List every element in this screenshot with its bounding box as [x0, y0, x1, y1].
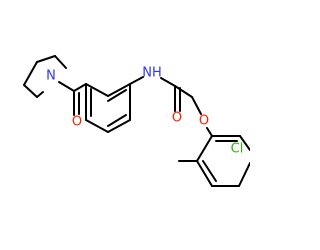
- bond: [239, 135, 250, 151]
- atom-nh-amide: NH: [142, 66, 162, 81]
- bond: [206, 127, 213, 137]
- bond: [129, 76, 144, 85]
- molecule-canvas: N O NH O O Cl: [23, 55, 250, 187]
- bond: [238, 162, 250, 187]
- bond: [85, 119, 109, 133]
- bond: [36, 91, 44, 98]
- bond: [191, 96, 202, 115]
- bond: [107, 114, 127, 127]
- bond: [174, 85, 193, 98]
- atom-o-ether: O: [199, 114, 209, 129]
- bond: [73, 83, 87, 92]
- atom-o-ketone: O: [72, 115, 82, 130]
- bond: [107, 89, 127, 102]
- bond: [107, 119, 131, 133]
- structure-diagram: N O NH O O Cl: [23, 55, 250, 187]
- atom-labels: N O NH O O Cl: [46, 66, 243, 157]
- bond: [85, 83, 109, 97]
- bond: [23, 61, 38, 86]
- bond: [54, 55, 67, 69]
- atom-n-pyrrolidine: N: [46, 69, 56, 84]
- bond: [36, 55, 56, 63]
- bond: [202, 160, 217, 182]
- bond: [196, 160, 213, 187]
- bond: [58, 81, 75, 92]
- bond: [196, 135, 213, 162]
- bonds: [23, 55, 250, 187]
- bond: [23, 84, 38, 98]
- atom-o-amide: O: [172, 111, 182, 126]
- bond: [107, 83, 131, 97]
- bond: [160, 77, 176, 87]
- atom-cl: Cl: [231, 142, 244, 157]
